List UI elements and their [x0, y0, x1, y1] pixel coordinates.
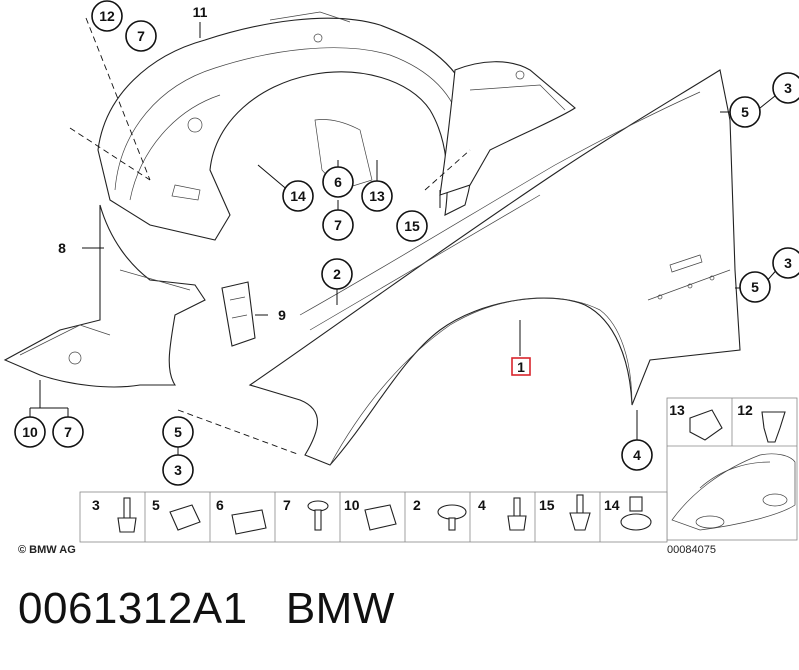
strip-label-4[interactable]: 4: [478, 497, 486, 513]
strip-label-2[interactable]: 2: [413, 497, 421, 513]
callout-6[interactable]: 6: [322, 166, 354, 198]
svg-text:13: 13: [369, 188, 385, 204]
strip-label-14[interactable]: 14: [604, 497, 620, 513]
inset-label-12[interactable]: 12: [737, 402, 753, 418]
callout-7-middle[interactable]: 7: [322, 209, 354, 241]
callout-5-top[interactable]: 5: [729, 96, 761, 128]
inset-panel: 13 12: [666, 397, 798, 541]
underbody-panel-drawing: [439, 61, 576, 196]
screw-7-drawing: [307, 500, 329, 531]
clip-2-drawing: [437, 504, 467, 531]
car-silhouette-drawing: [671, 453, 796, 531]
copyright-text: © BMW AG: [18, 544, 76, 556]
callout-1-highlight[interactable]: 1: [511, 357, 531, 376]
svg-text:12: 12: [99, 8, 115, 24]
callout-7-top[interactable]: 7: [125, 20, 157, 52]
svg-text:3: 3: [784, 255, 792, 271]
callout-10[interactable]: 10: [14, 416, 46, 448]
svg-text:7: 7: [137, 28, 145, 44]
svg-text:7: 7: [64, 424, 72, 440]
strip-label-7[interactable]: 7: [283, 497, 291, 513]
callout-2[interactable]: 2: [321, 258, 353, 290]
clip-12-drawing: [761, 411, 786, 443]
svg-text:15: 15: [404, 218, 420, 234]
part-number-caption: 0061312A1 BMW: [18, 584, 395, 634]
brand-name: BMW: [285, 584, 395, 633]
clip-13-drawing: [689, 409, 723, 441]
callout-5-lower[interactable]: 5: [162, 416, 194, 448]
callout-5-right[interactable]: 5: [739, 271, 771, 303]
bracket-drawing: [221, 281, 256, 347]
callout-3-right[interactable]: 3: [772, 247, 799, 279]
strip-label-3[interactable]: 3: [92, 497, 100, 513]
callout-4[interactable]: 4: [621, 439, 653, 471]
svg-text:2: 2: [333, 266, 341, 282]
callout-3-lower[interactable]: 3: [162, 454, 194, 486]
svg-text:1: 1: [517, 359, 525, 375]
nut-14-drawing: [620, 496, 652, 531]
drawing-number: 00084075: [667, 544, 716, 556]
hardware-strip: 3 5 6 7 10 2 4 15 14: [79, 491, 668, 543]
inset-label-13[interactable]: 13: [669, 402, 685, 418]
svg-text:5: 5: [174, 424, 182, 440]
label-8[interactable]: 8: [58, 240, 66, 256]
svg-text:3: 3: [784, 80, 792, 96]
svg-text:5: 5: [741, 104, 749, 120]
strip-label-10[interactable]: 10: [344, 497, 360, 513]
front-fender-drawing: [248, 69, 741, 466]
svg-text:6: 6: [334, 174, 342, 190]
svg-text:4: 4: [633, 447, 641, 463]
inner-front-liner-drawing: [3, 204, 206, 388]
callout-15[interactable]: 15: [396, 210, 428, 242]
svg-text:3: 3: [174, 462, 182, 478]
svg-text:10: 10: [22, 424, 38, 440]
screw-4-drawing: [507, 497, 527, 531]
rivet-15-drawing: [569, 494, 591, 531]
clip-nut-5-drawing: [169, 504, 201, 531]
callout-12[interactable]: 12: [91, 0, 123, 32]
callout-13[interactable]: 13: [361, 180, 393, 212]
strip-label-6[interactable]: 6: [216, 497, 224, 513]
label-9[interactable]: 9: [278, 307, 286, 323]
svg-text:14: 14: [290, 188, 306, 204]
wheel-arch-liner-drawing: [97, 11, 476, 241]
svg-text:7: 7: [334, 217, 342, 233]
label-11[interactable]: 11: [193, 4, 208, 20]
screw-3-drawing: [117, 497, 137, 533]
svg-text:5: 5: [751, 279, 759, 295]
callout-14[interactable]: 14: [282, 180, 314, 212]
part-number: 0061312A1: [18, 584, 248, 633]
bracket-6-drawing: [231, 509, 267, 535]
callout-3-top[interactable]: 3: [772, 72, 799, 104]
clip-nut-10-drawing: [364, 504, 397, 531]
callout-7-bottom[interactable]: 7: [52, 416, 84, 448]
strip-label-15[interactable]: 15: [539, 497, 555, 513]
strip-label-5[interactable]: 5: [152, 497, 160, 513]
